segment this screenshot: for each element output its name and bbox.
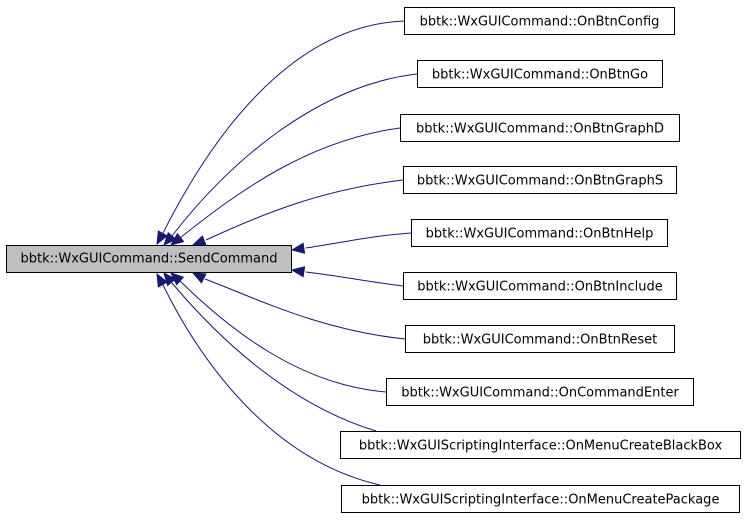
caller-node-box	[341, 485, 740, 513]
call-edge-line	[171, 73, 418, 237]
call-edge-line	[162, 284, 381, 486]
caller-node[interactable]: bbtk::WxGUIScriptingInterface::OnMenuCre…	[340, 431, 741, 459]
arrowhead-icon	[191, 272, 207, 284]
call-edge	[170, 272, 387, 393]
call-edge-line	[305, 271, 404, 287]
call-edge-line	[204, 278, 406, 340]
root-node[interactable]: bbtk::WxGUICommand::SendCommand	[6, 245, 292, 273]
call-edge-line	[162, 20, 405, 234]
caller-node-box	[417, 60, 663, 88]
arrowhead-icon	[169, 232, 185, 246]
arrowhead-icon	[156, 230, 169, 246]
call-edge-line	[205, 179, 404, 241]
caller-node-box	[403, 272, 677, 300]
call-edge-line	[179, 280, 387, 393]
call-edge	[169, 127, 401, 246]
caller-node[interactable]: bbtk::WxGUICommand::OnCommandEnter	[386, 378, 694, 406]
caller-edges	[156, 20, 418, 486]
caller-node[interactable]: bbtk::WxGUICommand::OnBtnGraphD	[400, 114, 680, 142]
caller-node[interactable]: bbtk::WxGUICommand::OnBtnGraphS	[403, 166, 677, 194]
caller-node-box	[403, 166, 677, 194]
call-edge-line	[171, 282, 377, 432]
caller-node-label: bbtk::WxGUICommand::OnBtnGraphD	[416, 122, 664, 137]
caller-nodes: bbtk::WxGUICommand::OnBtnConfigbbtk::WxG…	[340, 7, 741, 513]
call-edge	[191, 272, 406, 340]
call-edge	[191, 179, 404, 246]
caller-node[interactable]: bbtk::WxGUICommand::OnBtnHelp	[411, 219, 668, 247]
arrowhead-icon	[290, 266, 306, 278]
call-edge	[163, 73, 418, 246]
caller-node-label: bbtk::WxGUICommand::OnBtnGo	[432, 68, 648, 83]
caller-node-label: bbtk::WxGUICommand::OnCommandEnter	[401, 386, 679, 401]
caller-node[interactable]: bbtk::WxGUIScriptingInterface::OnMenuCre…	[341, 485, 740, 513]
caller-node-box	[404, 7, 675, 35]
root-node-label: bbtk::WxGUICommand::SendCommand	[21, 252, 278, 267]
caller-node-box	[386, 378, 694, 406]
caller-node-label: bbtk::WxGUICommand::OnBtnConfig	[420, 15, 660, 30]
caller-node-label: bbtk::WxGUICommand::OnBtnGraphS	[417, 174, 663, 189]
caller-node-label: bbtk::WxGUICommand::OnBtnReset	[423, 333, 657, 348]
caller-node-box	[400, 114, 680, 142]
arrowhead-icon	[191, 235, 207, 246]
call-edge	[290, 266, 404, 287]
caller-node-box	[411, 219, 668, 247]
caller-node-label: bbtk::WxGUICommand::OnBtnInclude	[417, 280, 662, 295]
arrowhead-icon	[156, 272, 169, 288]
caller-node[interactable]: bbtk::WxGUICommand::OnBtnGo	[417, 60, 663, 88]
arrowhead-icon	[163, 231, 177, 246]
call-edge-line	[305, 232, 412, 249]
call-edge-line	[179, 127, 401, 239]
call-edge	[290, 232, 412, 254]
caller-node[interactable]: bbtk::WxGUICommand::OnBtnConfig	[404, 7, 675, 35]
call-edge	[156, 272, 381, 486]
caller-node-label: bbtk::WxGUIScriptingInterface::OnMenuCre…	[362, 493, 720, 508]
arrowhead-icon	[290, 242, 306, 254]
caller-node[interactable]: bbtk::WxGUICommand::OnBtnReset	[405, 325, 675, 353]
caller-node-label: bbtk::WxGUICommand::OnBtnHelp	[426, 227, 654, 242]
caller-node-label: bbtk::WxGUIScriptingInterface::OnMenuCre…	[359, 439, 723, 454]
root-node-box	[6, 245, 292, 273]
caller-node-box	[340, 431, 741, 459]
call-edge	[156, 20, 405, 246]
caller-node[interactable]: bbtk::WxGUICommand::OnBtnInclude	[403, 272, 677, 300]
caller-node-box	[405, 325, 675, 353]
